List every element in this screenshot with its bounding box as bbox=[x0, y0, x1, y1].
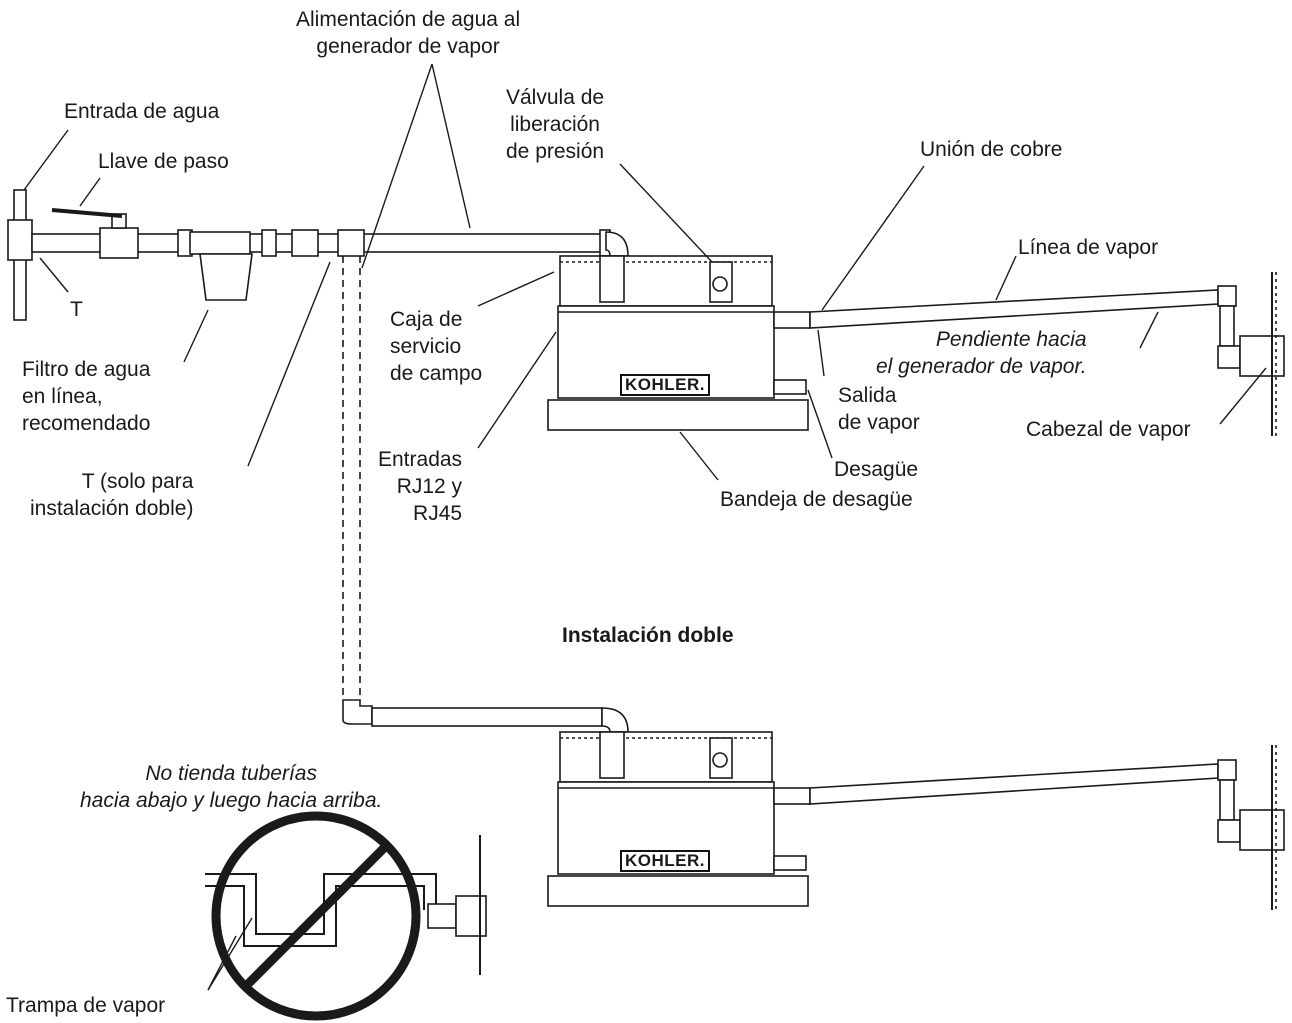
steam-generator-top bbox=[547, 255, 811, 431]
service-box-label: Caja de servicio de campo bbox=[390, 308, 483, 385]
double-tee-label: T (solo para instalación doble) bbox=[30, 470, 194, 520]
pressure-valve-label: Válvula de liberación de presión bbox=[506, 86, 605, 163]
steam-line-bottom bbox=[809, 745, 1285, 910]
shutoff-valve-label: Llave de paso bbox=[98, 150, 229, 173]
steam-head-label: Cabezal de vapor bbox=[1026, 418, 1191, 441]
rj-inputs-label: Entradas RJ12 y RJ45 bbox=[378, 448, 463, 525]
drain-label: Desagüe bbox=[834, 458, 919, 481]
steam-trap-label: Trampa de vapor bbox=[6, 994, 166, 1017]
steam-trap-detail bbox=[205, 835, 487, 975]
water-filter-label: Filtro de agua en línea, recomendado bbox=[22, 358, 151, 435]
copper-union-label: Unión de cobre bbox=[920, 138, 1063, 161]
drain-pan-label: Bandeja de desagüe bbox=[720, 488, 913, 511]
water-supply-label: Alimentación de agua al generador de vap… bbox=[296, 8, 521, 58]
steam-generator-bottom bbox=[547, 731, 811, 907]
water-inlet-pipe bbox=[7, 189, 629, 321]
kohler-logo-bottom: KOHLER. bbox=[620, 850, 710, 872]
prohibited-icon bbox=[211, 811, 421, 1021]
lower-supply-pipe bbox=[342, 699, 629, 733]
double-install-title: Instalación doble bbox=[562, 624, 734, 647]
steam-line-label: Línea de vapor bbox=[1018, 236, 1159, 259]
leader-lines bbox=[23, 63, 1267, 991]
steam-line-top bbox=[809, 272, 1285, 436]
kohler-logo-top: KOHLER. bbox=[620, 374, 710, 396]
water-inlet-label: Entrada de agua bbox=[64, 100, 220, 123]
steam-outlet-label: Salida de vapor bbox=[838, 384, 920, 434]
slope-note-label: Pendiente hacia el generador de vapor. bbox=[876, 328, 1087, 378]
no-trap-note: No tienda tuberías hacia abajo y luego h… bbox=[80, 762, 383, 812]
tee-label: T bbox=[70, 298, 83, 321]
dashed-branch-pipe bbox=[342, 256, 361, 700]
